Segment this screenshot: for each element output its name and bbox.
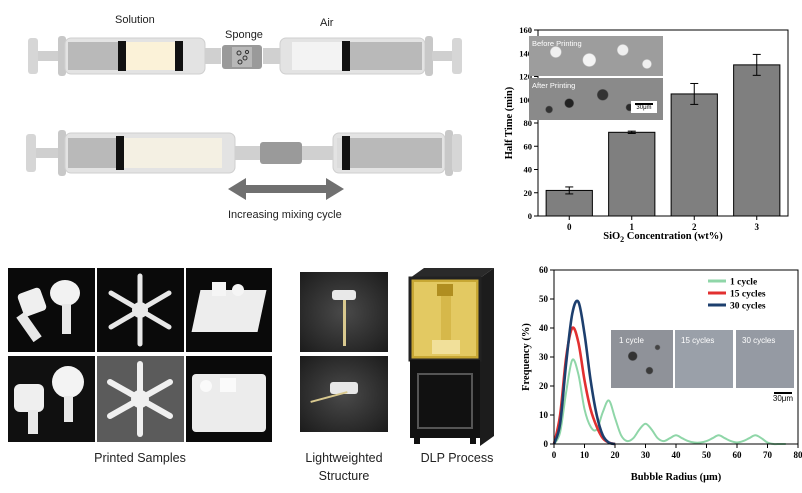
bar-1 [609, 132, 655, 216]
line-legend: 1 cycle 15 cycles 30 cycles [708, 278, 766, 312]
line-x-tick-label: 80 [794, 450, 802, 460]
sponge [222, 45, 262, 69]
legend-label-1: 15 cycles [730, 290, 766, 300]
line-y-tick-label: 60 [539, 265, 549, 275]
line-y-tick-label: 20 [539, 381, 549, 391]
scale-bar-bottom: 30μm [770, 390, 796, 408]
line-x-tick-label: 60 [733, 450, 743, 460]
line-y-tick-label: 0 [544, 439, 549, 449]
syringe-schematic: Solution Sponge Air Increasing mixing cy… [0, 0, 480, 235]
scale-bar-top: 30μm [631, 101, 657, 113]
line-y-axis-label: Frequency (%) [521, 323, 532, 391]
cycle30-micrograph: 30 cycles [736, 330, 794, 388]
line-x-tick-label: 50 [702, 450, 712, 460]
structure-caption: Structure [286, 469, 402, 483]
line-y-tick-label: 50 [539, 294, 549, 304]
line-y-tick-label: 10 [539, 410, 549, 420]
line-x-tick-label: 30 [641, 450, 651, 460]
cycle30-label: 30 cycles [742, 336, 775, 345]
line-x-tick-label: 70 [763, 450, 773, 460]
bar-y-tick-label: 20 [524, 188, 533, 198]
line-x-tick-label: 40 [672, 450, 682, 460]
scale-bar-bottom-label: 30μm [770, 394, 796, 403]
line-x-tick-label: 0 [552, 450, 557, 460]
printed-samples-caption: Printed Samples [60, 451, 220, 465]
dlp-printer [400, 266, 500, 448]
bar-3 [734, 65, 780, 216]
lightweight-photo-top [300, 272, 388, 352]
dlp-printer-drawing [400, 266, 500, 448]
mixing-cycle-label: Increasing mixing cycle [228, 209, 342, 221]
bar-x-axis-label: SiO2 Concentration (wt%) [603, 231, 723, 244]
legend-label-0: 1 cycle [730, 278, 757, 288]
scale-bar-top-label: 30μm [631, 105, 657, 112]
lightweight-photo-bottom [300, 356, 388, 432]
bar-y-tick-label: 0 [528, 211, 532, 221]
line-x-tick-label: 20 [611, 450, 621, 460]
right-syringe-bottom [302, 130, 462, 176]
cycle1-label: 1 cycle [619, 336, 644, 345]
bar-y-tick-label: 60 [524, 141, 533, 151]
spoon-sample-white [8, 356, 95, 442]
left-syringe-bottom [26, 130, 260, 176]
lightweighted-caption: Lightweighted [286, 451, 402, 465]
frequency-chart: 0 10 20 30 40 50 60 0 10 20 30 40 50 60 70 80 Frequenc… [518, 262, 802, 488]
air-label: Air [320, 17, 333, 29]
after-printing-micrograph: After Printing 30μm [529, 78, 663, 120]
bar-x-tick-label: 0 [567, 222, 572, 232]
printed-samples-grid [8, 268, 272, 444]
line-y-tick-label: 30 [539, 352, 549, 362]
after-printing-label: After Printing [532, 81, 575, 90]
bar-y-tick-label: 160 [519, 25, 532, 35]
spoon-sample-black [8, 268, 95, 352]
before-printing-micrograph: Before Printing [529, 36, 663, 76]
solution-label: Solution [115, 14, 155, 26]
line-y-tick-label: 40 [539, 323, 549, 333]
snowflake-icon [97, 268, 184, 352]
snowflake-sample-black [97, 268, 184, 352]
left-syringe-top [28, 36, 221, 76]
line-x-axis-label: Bubble Radius (μm) [631, 472, 722, 483]
ntu-block-sample-white [186, 356, 272, 442]
snowflake-icon-2 [97, 356, 184, 442]
line-x-tick-label: 10 [580, 450, 590, 460]
dlp-caption: DLP Process [402, 451, 512, 465]
bar-y-tick-label: 40 [524, 165, 533, 175]
legend-label-2: 30 cycles [730, 302, 766, 312]
snowflake-sample-gray [97, 356, 184, 442]
bar-y-axis-label: Half Time (min) [504, 86, 515, 159]
cycle15-label: 15 cycles [681, 336, 714, 345]
cycle15-micrograph: 15 cycles [675, 330, 733, 388]
ntu-block-sample-black [186, 268, 272, 352]
bar-2 [671, 94, 717, 216]
right-syringe-top [263, 36, 462, 76]
sponge-bottom [260, 142, 302, 164]
mixing-arrow [228, 178, 344, 200]
before-printing-label: Before Printing [532, 39, 582, 48]
sponge-label: Sponge [225, 29, 263, 41]
cycle1-micrograph: 1 cycle [611, 330, 673, 388]
bar-x-tick-label: 3 [755, 222, 760, 232]
